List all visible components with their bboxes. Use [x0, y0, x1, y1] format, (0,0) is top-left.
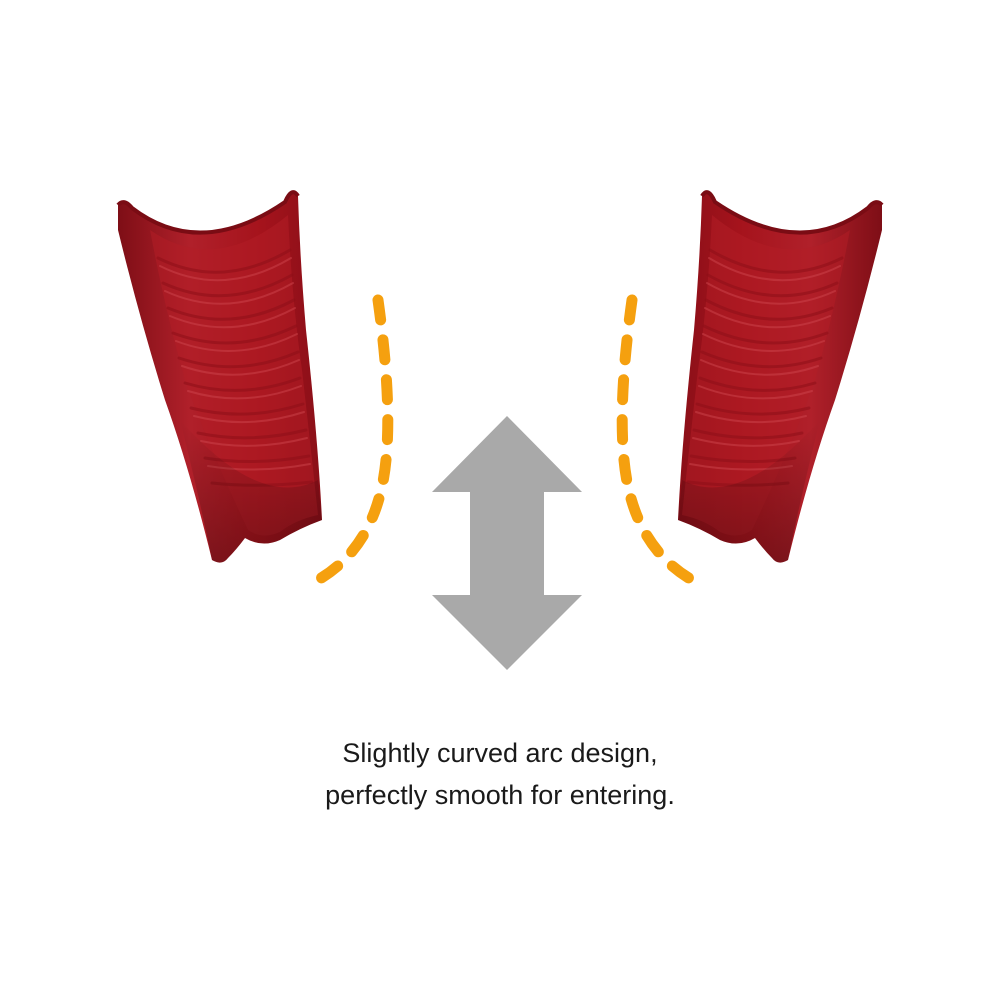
- left-piece-icon: [116, 190, 322, 563]
- caption: Slightly curved arc design, perfectly sm…: [0, 732, 1000, 816]
- caption-line-2: perfectly smooth for entering.: [325, 780, 675, 810]
- left-dashed-arc-icon: [312, 294, 394, 586]
- double-arrow-icon: [432, 416, 582, 670]
- right-piece-icon: [678, 190, 884, 563]
- right-dashed-arc-icon: [616, 294, 698, 586]
- caption-line-1: Slightly curved arc design,: [342, 738, 658, 768]
